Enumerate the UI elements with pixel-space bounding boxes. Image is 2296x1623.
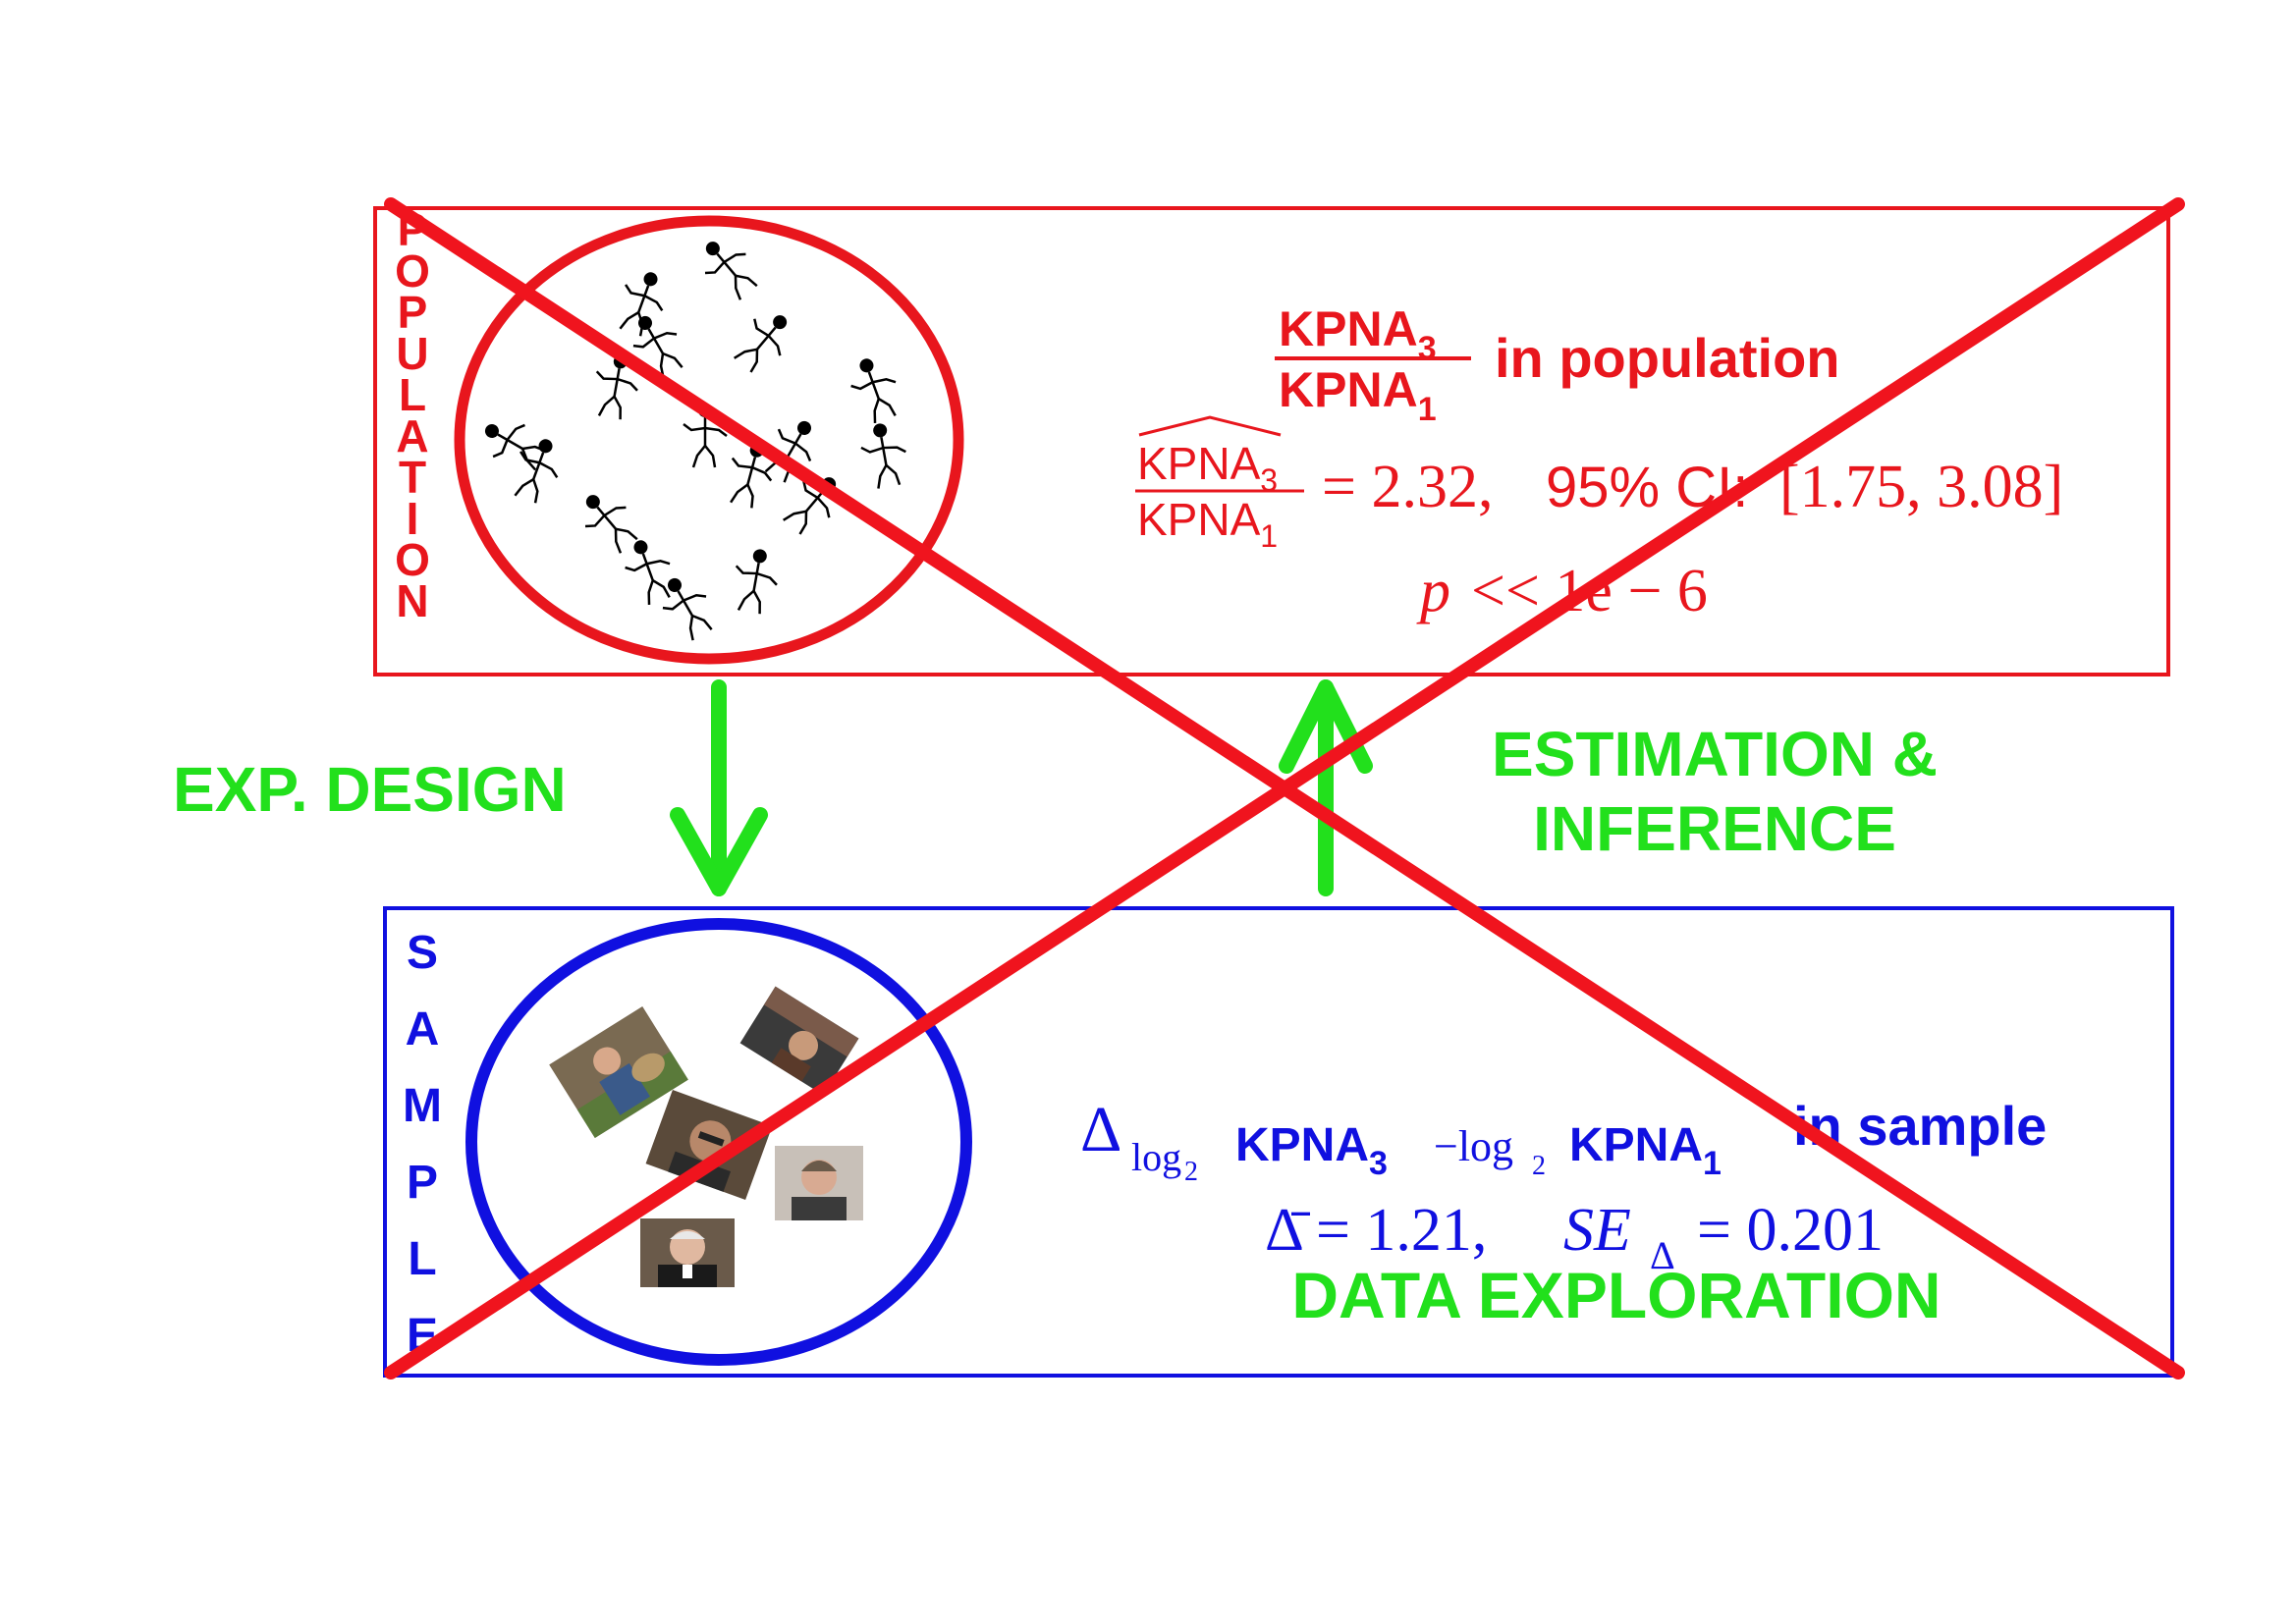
data-exploration-label: DATA EXPLORATION bbox=[1291, 1259, 1941, 1331]
side-label-letter: S bbox=[407, 927, 438, 979]
estimation-label-line2: INFERENCE bbox=[1533, 793, 1896, 864]
population-ellipse bbox=[454, 215, 964, 665]
pop-est-num-sub: 3 bbox=[1260, 462, 1278, 498]
stick-figure-icon bbox=[514, 439, 559, 504]
sample-delta-a-sub: 3 bbox=[1369, 1145, 1388, 1182]
side-label-letter: O bbox=[395, 245, 430, 297]
stick-figure-icon bbox=[484, 423, 547, 471]
pop-ci-value: [1.75, 3.08] bbox=[1779, 454, 2063, 520]
side-label-letter: I bbox=[407, 493, 419, 544]
pop-ratio-den-sub: 1 bbox=[1418, 391, 1437, 428]
portrait-photo-2 bbox=[739, 986, 859, 1096]
portrait-photo-3 bbox=[645, 1089, 773, 1201]
pop-ratio-suffix: in population bbox=[1495, 327, 1839, 389]
flow-annotations: EXP. DESIGN ESTIMATION & INFERENCE DATA … bbox=[173, 679, 1941, 1331]
side-label-letter: L bbox=[408, 1233, 436, 1285]
sample-delta-b: KPNA bbox=[1569, 1119, 1703, 1171]
stick-figure-icon bbox=[584, 495, 638, 554]
crossed-out-mark bbox=[384, 197, 2185, 1380]
sample-delta-symbol: Δ bbox=[1080, 1094, 1121, 1165]
estimation-arrow bbox=[1279, 679, 1373, 896]
svg-text:KPNA1: KPNA1 bbox=[1137, 494, 1278, 554]
side-label-letter: O bbox=[395, 534, 430, 585]
sample-delta-b-sub: 1 bbox=[1703, 1145, 1722, 1182]
sample-stats-line: Δ̄ = 1.21, SE Δ = 0.201 bbox=[1265, 1197, 1884, 1277]
population-ratio-title: KPNA3 KPNA1 in population bbox=[1275, 301, 1839, 428]
pop-est-den-sub: 1 bbox=[1260, 518, 1278, 554]
side-label-letter: L bbox=[399, 369, 426, 420]
stick-figure-icon bbox=[704, 242, 758, 300]
pop-hat-accent bbox=[1138, 415, 1282, 437]
side-label-letter: A bbox=[396, 410, 428, 461]
side-label-letter: A bbox=[406, 1003, 440, 1055]
portrait-photo-5 bbox=[640, 1218, 735, 1287]
portrait-photo-4 bbox=[775, 1146, 863, 1220]
sample-delta-a: KPNA bbox=[1235, 1119, 1369, 1171]
stick-figure-icon bbox=[632, 315, 683, 379]
sample-se-label: SE bbox=[1563, 1197, 1631, 1264]
pop-ratio-den: KPNA bbox=[1279, 362, 1418, 417]
side-label-letter: U bbox=[396, 328, 428, 379]
stick-figure-icon bbox=[625, 540, 671, 605]
svg-text:KPNA1: KPNA1 bbox=[1279, 362, 1437, 428]
side-label-letter: N bbox=[396, 575, 428, 626]
pop-pvalue-p: p bbox=[1416, 558, 1450, 624]
side-label-letter: P bbox=[407, 1157, 438, 1209]
exp-design-label: EXP. DESIGN bbox=[173, 754, 567, 825]
sample-delta-b-base: 2 bbox=[1532, 1151, 1546, 1181]
stick-figure-icon bbox=[619, 272, 664, 337]
sample-delta-line: Δ log 2 KPNA3 −log 2 KPNA1 in sample bbox=[1080, 1094, 2047, 1187]
sample-delta-minus: −log bbox=[1434, 1122, 1513, 1170]
stick-figure-icon bbox=[850, 358, 897, 423]
sample-se-value: = 0.201 bbox=[1697, 1197, 1884, 1264]
sample-box bbox=[383, 906, 2174, 1378]
pop-ratio-num: KPNA bbox=[1279, 301, 1418, 356]
design-arrow bbox=[670, 679, 768, 896]
sample-delta-log: log bbox=[1131, 1135, 1181, 1179]
estimation-label-line1: ESTIMATION & bbox=[1492, 719, 1938, 789]
stick-figure-icon bbox=[662, 577, 713, 641]
pop-est-num: KPNA bbox=[1137, 438, 1261, 489]
sample-ellipse bbox=[465, 918, 972, 1366]
svg-text:KPNA3: KPNA3 bbox=[1137, 438, 1278, 498]
pop-ratio-num-sub: 3 bbox=[1418, 330, 1437, 367]
sample-se-sub: Δ bbox=[1650, 1233, 1675, 1277]
population-estimate: KPNA3 KPNA1 = 2.32, 95% CI: [1.75, 3.08] bbox=[1135, 415, 2063, 554]
population-box bbox=[373, 206, 2170, 676]
stick-figure-icon bbox=[735, 549, 778, 615]
sample-mean-delta: Δ̄ = 1.21, bbox=[1265, 1197, 1487, 1264]
stick-figure-icon bbox=[734, 315, 788, 373]
svg-text:KPNA1: KPNA1 bbox=[1569, 1119, 1722, 1182]
side-label-letter: M bbox=[403, 1080, 442, 1132]
pop-est-eq: = 2.32, bbox=[1322, 454, 1493, 520]
stick-figure-icon bbox=[484, 242, 906, 641]
portrait-photo-1 bbox=[549, 1006, 688, 1138]
stick-figure-icon bbox=[860, 423, 906, 489]
svg-text:KPNA3: KPNA3 bbox=[1235, 1119, 1388, 1182]
sample-delta-log-base: 2 bbox=[1184, 1157, 1198, 1187]
pop-est-den: KPNA bbox=[1137, 494, 1261, 545]
side-label-letter: T bbox=[399, 452, 426, 503]
side-label-letter: P bbox=[398, 287, 428, 338]
